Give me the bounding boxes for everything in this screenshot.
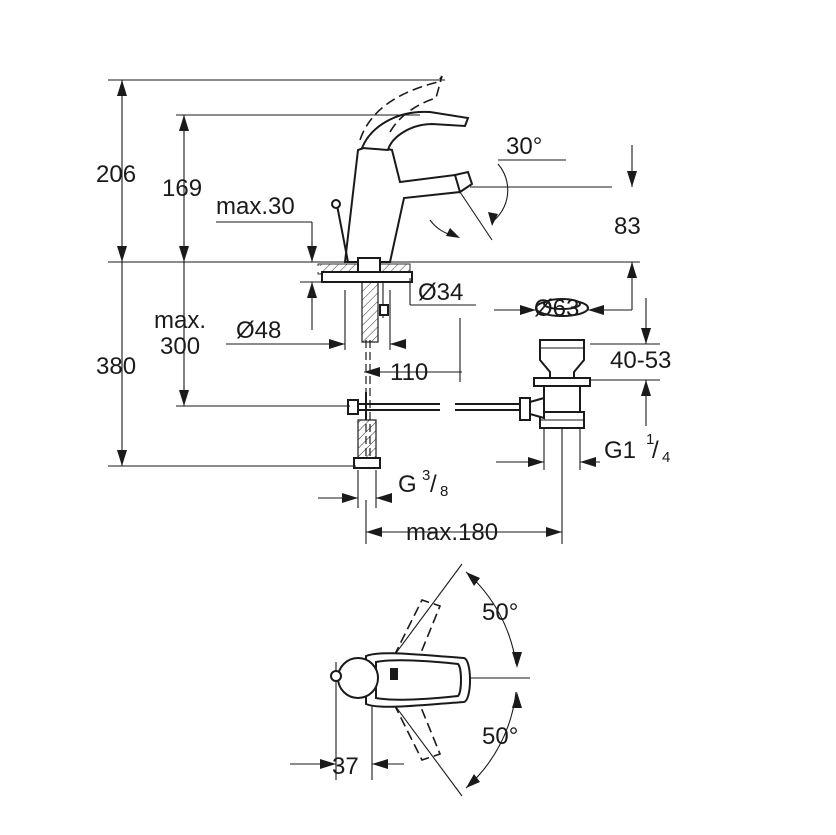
label-g-main: G	[398, 471, 417, 498]
faucet-top-view	[290, 563, 530, 797]
label-max-300-line2: 300	[160, 333, 200, 360]
label-max-30: max.30	[216, 193, 295, 220]
label-g1-main: G1	[604, 437, 636, 464]
label-169: 169	[162, 175, 202, 202]
label-g-denominator: 8	[440, 483, 448, 500]
dimension-lines	[108, 79, 660, 544]
label-50-degrees-lower: 50°	[482, 723, 518, 750]
label-dia-63: Ø63	[534, 295, 579, 322]
label-83: 83	[614, 213, 641, 240]
label-g-numerator: 3	[422, 467, 430, 484]
label-206: 206	[96, 161, 136, 188]
label-max-180: max.180	[406, 519, 498, 546]
label-40-53: 40-53	[610, 347, 671, 374]
label-dia-34: Ø34	[418, 279, 463, 306]
label-g-slash: /	[430, 471, 437, 498]
label-g1-denominator: 4	[662, 449, 670, 466]
label-50-degrees-upper: 50°	[482, 599, 518, 626]
label-110: 110	[390, 359, 428, 386]
waste-assembly	[519, 298, 591, 429]
label-dia-48: Ø48	[236, 317, 281, 344]
label-30-degrees: 30°	[506, 133, 542, 160]
label-380: 380	[96, 353, 136, 380]
faucet-side-view	[108, 75, 640, 470]
label-max-300-line1: max.	[154, 307, 206, 334]
label-g1-numerator: 1	[646, 431, 654, 448]
label-37: 37	[332, 753, 359, 780]
dimension-labels: 206 169 max.30 30° 83 Ø34 Ø48 max. 300 3…	[96, 133, 671, 780]
label-g1-slash: /	[652, 437, 659, 464]
